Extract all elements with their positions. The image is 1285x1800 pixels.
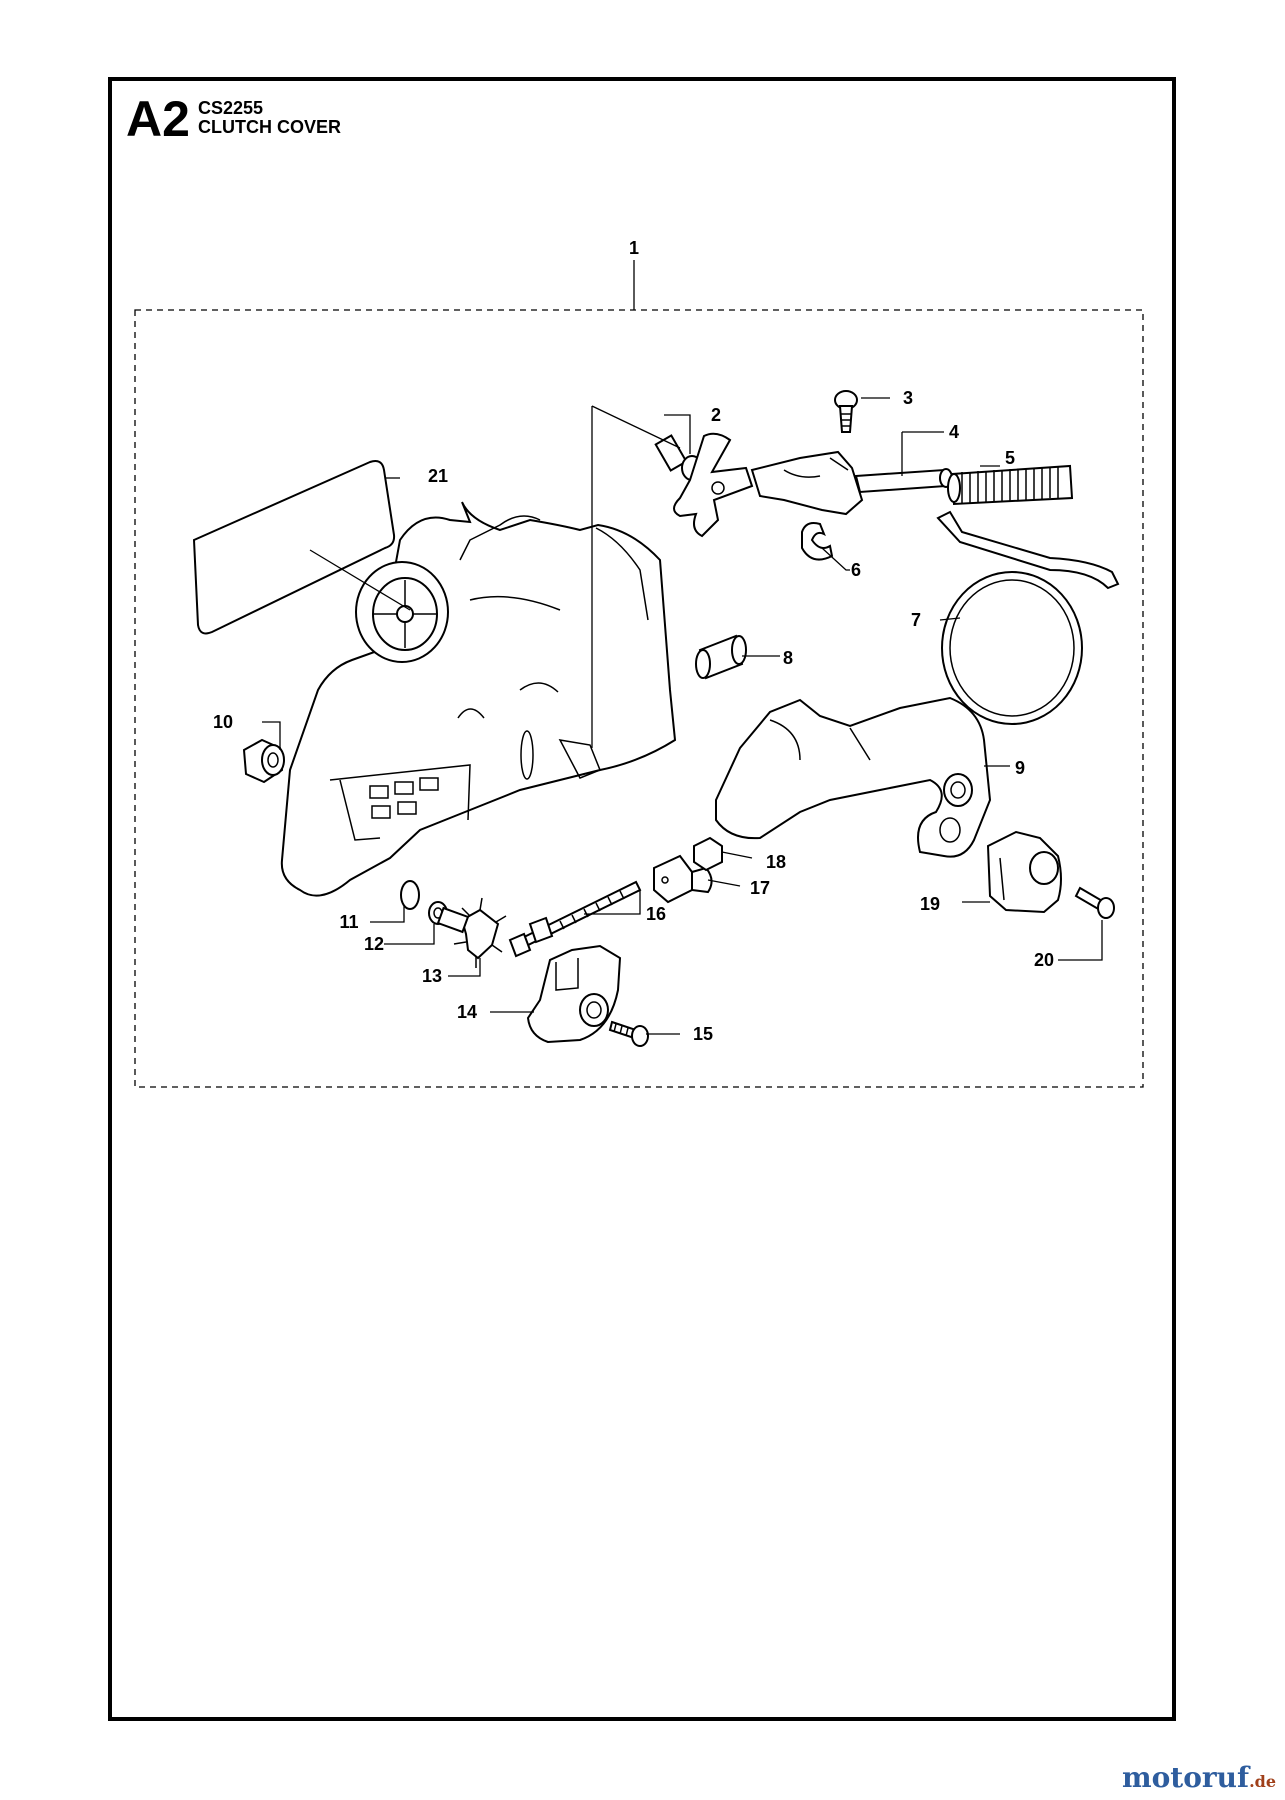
brake-spring: [947, 464, 1074, 506]
cover-screw: [608, 1020, 649, 1047]
callout-18: 18: [766, 852, 786, 872]
callout-13: 13: [422, 966, 442, 986]
callout-15: 15: [693, 1024, 713, 1044]
callout-14: 14: [457, 1002, 477, 1022]
callout-10: 10: [213, 712, 233, 732]
e-clip: [801, 522, 834, 561]
kit-boundary: [134, 309, 1144, 1088]
callout-7: 7: [911, 610, 921, 630]
bushing: [695, 634, 747, 680]
adjusting-screw: [508, 880, 642, 958]
callout-21: 21: [428, 466, 448, 486]
callout-1: 1: [629, 238, 639, 258]
guide-wheel: [355, 561, 449, 663]
callout-11: 11: [339, 912, 358, 932]
callout-20: 20: [1034, 950, 1054, 970]
model-number: CS2255: [198, 98, 264, 118]
brake-rod: [854, 468, 953, 494]
guide-block: [986, 830, 1062, 914]
o-ring: [400, 880, 420, 910]
clutch-cover-body: [280, 501, 677, 897]
bar-nut: [242, 738, 285, 784]
callout-12: 12: [364, 934, 384, 954]
side-cover-plate: [526, 944, 622, 1044]
brake-band: [936, 510, 1120, 725]
callout-19: 19: [920, 894, 940, 914]
callout-17: 17: [750, 878, 770, 898]
tensioner-block: [653, 854, 713, 904]
callout-4: 4: [949, 422, 959, 442]
drive-gear: [436, 897, 507, 968]
watermark-tld: .de: [1249, 1772, 1277, 1791]
tensioner-nut: [693, 836, 723, 872]
clutch-guard: [715, 696, 992, 858]
callout-6: 6: [851, 560, 861, 580]
callout-9: 9: [1015, 758, 1025, 778]
callout-16: 16: [646, 904, 666, 924]
callout-2: 2: [711, 405, 721, 425]
brake-lever: [673, 432, 864, 538]
lever-screw: [834, 390, 858, 433]
section-code: A2: [126, 91, 190, 147]
callout-3: 3: [903, 388, 913, 408]
watermark-logo: motoruf.de: [1122, 1764, 1276, 1792]
page-title: CLUTCH COVER: [198, 117, 341, 137]
callout-5: 5: [1005, 448, 1015, 468]
guide-block-screw: [1074, 886, 1115, 919]
decal-plate: [192, 460, 400, 635]
callout-8: 8: [783, 648, 793, 668]
watermark-brand: motoruf: [1122, 1761, 1250, 1794]
page-frame: [108, 77, 1176, 1721]
